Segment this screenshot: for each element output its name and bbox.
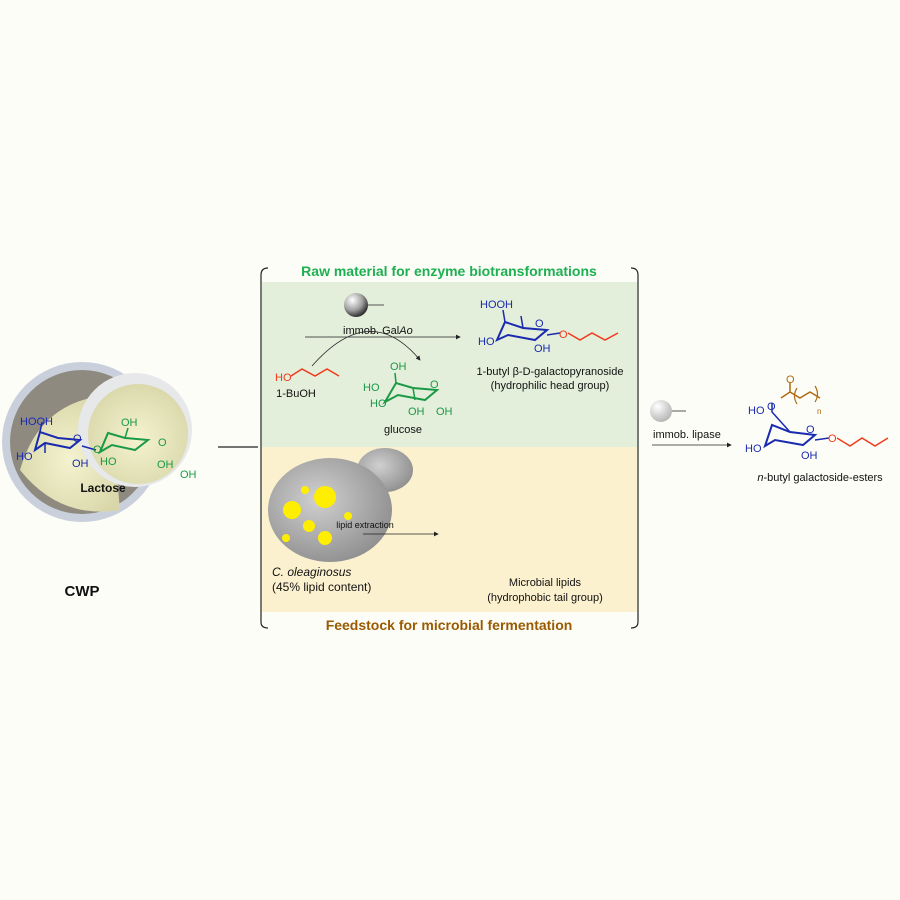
lipid-droplet (318, 531, 332, 545)
reagent-label: 1-BuOH (276, 388, 316, 400)
lipid-droplet (303, 520, 315, 532)
glucose-structure: OH HO HO O OH OH (363, 361, 453, 418)
atom-label: OH (180, 469, 197, 481)
lipid-droplet (301, 486, 309, 494)
atom-label: OH (390, 361, 407, 373)
atom-label: O (430, 379, 439, 391)
atom-label: OH (408, 406, 425, 418)
step-label: lipid extraction (336, 520, 394, 530)
galao-enzyme (344, 293, 400, 317)
cwp-photo (2, 362, 192, 522)
bead-icon (650, 400, 672, 422)
bottom-panel-title: Feedstock for microbial fermentation (326, 617, 573, 633)
atom-label: OH (801, 450, 818, 462)
atom-label: O (767, 401, 776, 413)
lipase-label: immob. lipase (653, 429, 721, 441)
atom-label: HO (745, 443, 762, 455)
atom-label: HOOH (20, 416, 53, 428)
organism-detail: (45% lipid content) (272, 580, 371, 594)
atom-label: HO (275, 372, 292, 384)
atom-label: HOOH (480, 299, 513, 311)
atom-label: OH (157, 459, 174, 471)
atom-label: HO (363, 382, 380, 394)
enzyme-label: immob. GalAo (343, 325, 413, 337)
lipid-droplet (314, 486, 336, 508)
atom-label: O (806, 424, 815, 436)
top-panel-background (262, 282, 637, 447)
lactose-label: Lactose (80, 481, 126, 495)
lipid-droplet (283, 501, 301, 519)
atom-label: O (786, 374, 795, 386)
lactose-structure: HOOH HO O OH O OH HO O OH OH Lactose (16, 416, 197, 495)
byproduct-label: glucose (384, 424, 422, 436)
lipid-droplet (282, 534, 290, 542)
atom-label: O (158, 437, 167, 449)
lipids-label: Microbial lipids (509, 577, 582, 589)
lipase-icon (690, 401, 700, 421)
atom-label: HO (478, 336, 495, 348)
lipids-sublabel: (hydrophobic tail group) (487, 592, 603, 604)
atom-label: O (828, 433, 837, 445)
galactoside-ester-structure: O n HO O HO O OH O (745, 374, 889, 462)
atom-label: HO (748, 405, 765, 417)
curved-arrow (311, 331, 421, 367)
atom-label: HO (370, 398, 387, 410)
yeast-cell-icon (268, 448, 413, 562)
atom-label: OH (72, 458, 89, 470)
atom-label: OH (534, 343, 551, 355)
bead-icon (344, 293, 368, 317)
atom-label: OH (121, 417, 138, 429)
organism-name: C. oleaginosus (272, 565, 351, 579)
top-panel-title: Raw material for enzyme biotransformatio… (301, 263, 597, 279)
lipid-droplet (344, 512, 352, 520)
butyl-galactoside-structure: HOOH HO O OH O (478, 299, 619, 355)
cwp-label: CWP (65, 583, 100, 600)
product-sublabel: (hydrophilic head group) (491, 380, 610, 392)
final-product-label: n-butyl galactoside-esters (757, 472, 883, 484)
product-label: 1-butyl β-D-galactopyranoside (477, 366, 624, 378)
atom-label: HO (16, 451, 33, 463)
bracket (260, 267, 639, 629)
atom-label: OH (436, 406, 453, 418)
atom-label: O (93, 444, 102, 456)
atom-label: O (535, 318, 544, 330)
atom-label: HO (100, 456, 117, 468)
atom-label: O (73, 433, 82, 445)
atom-label: O (559, 329, 568, 341)
atom-label: n (817, 407, 821, 416)
